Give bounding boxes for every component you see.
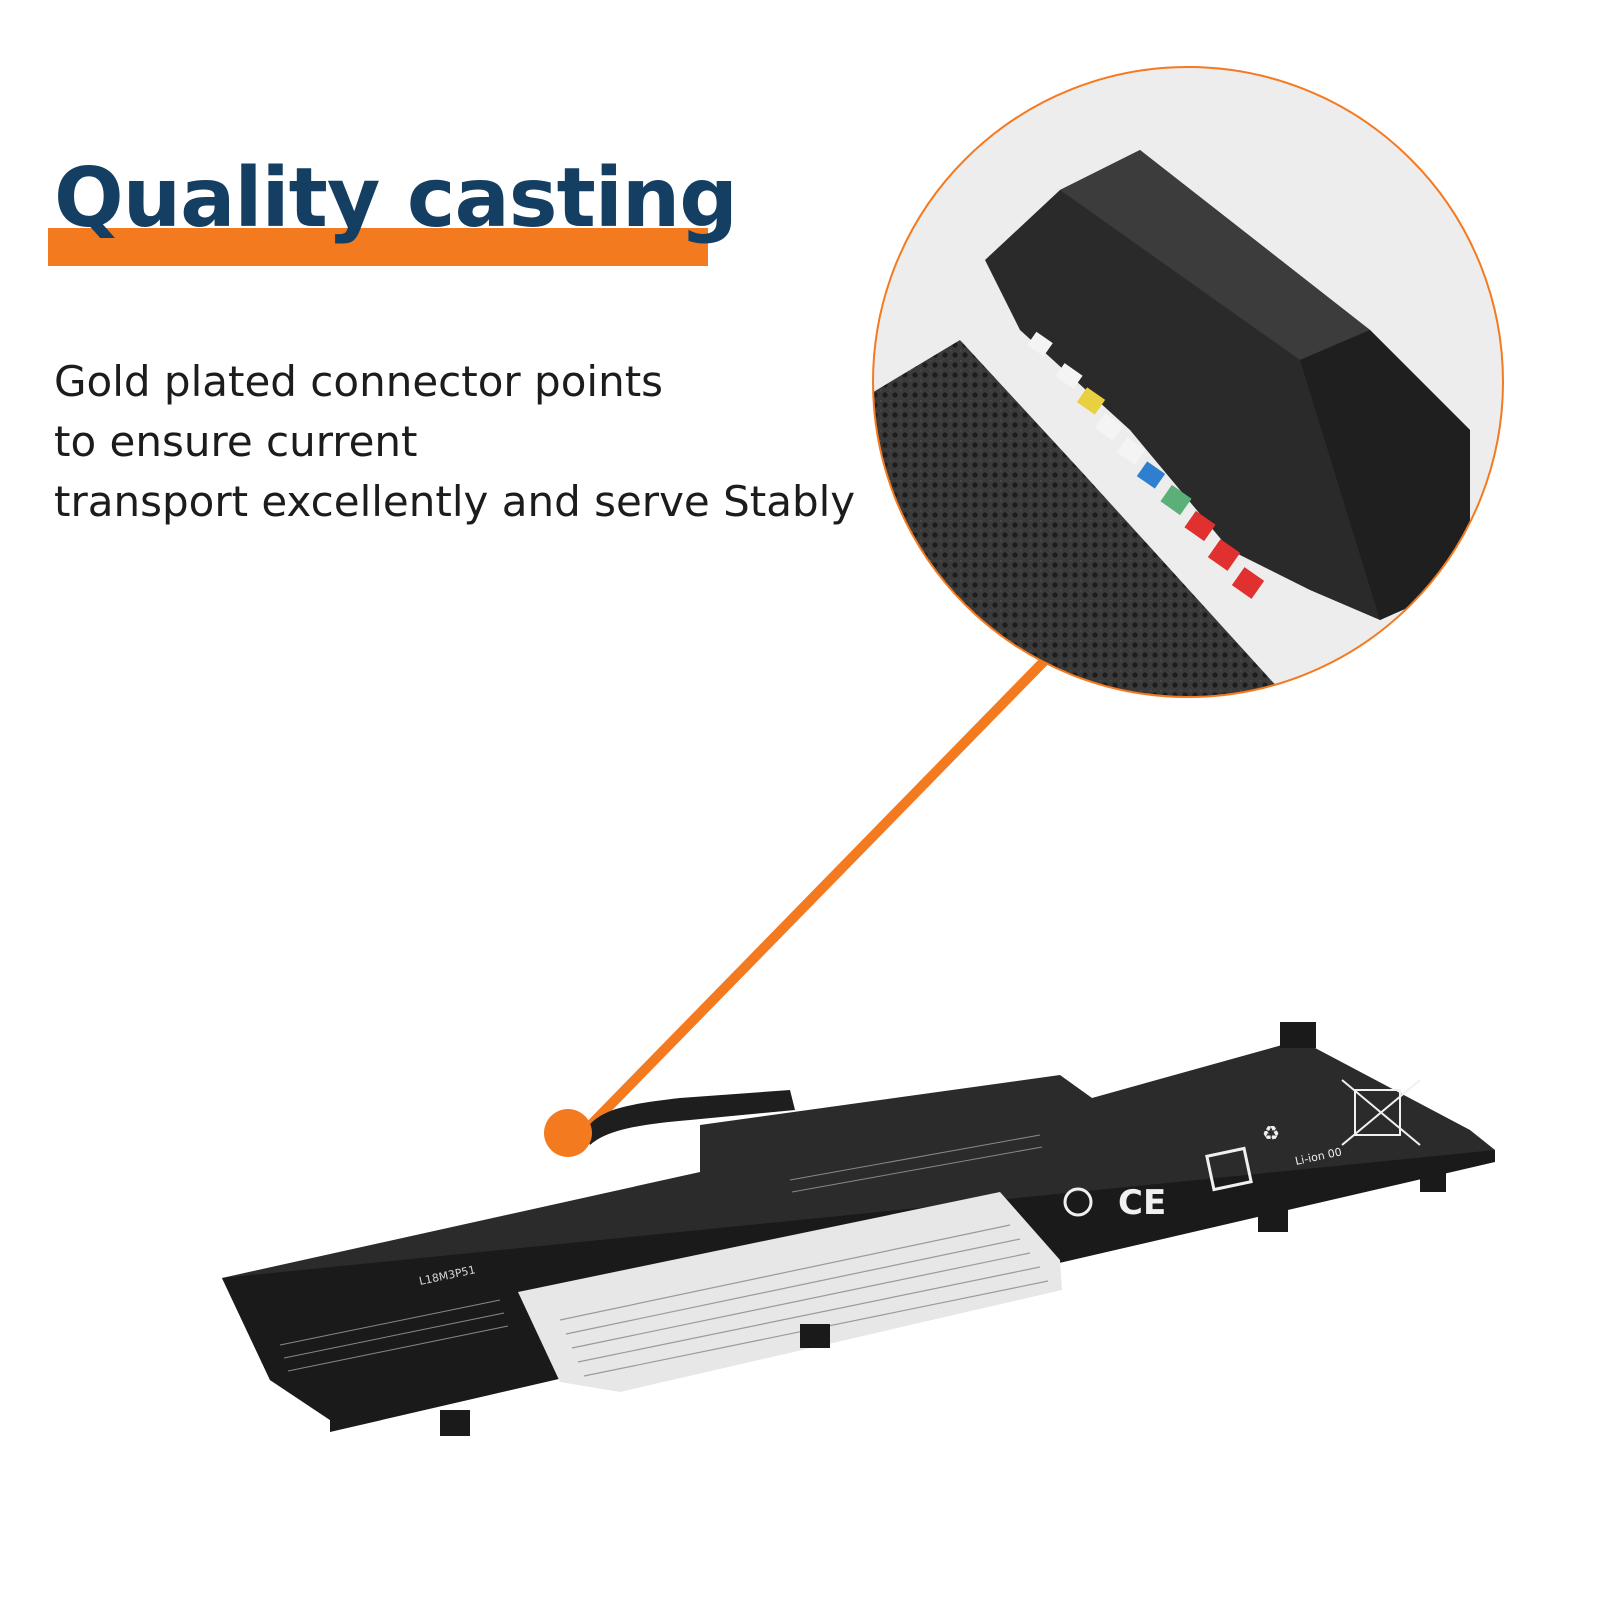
description-line-3: transport excellently and serve Stably	[54, 477, 856, 526]
feature-description: Gold plated connector points to ensure c…	[54, 352, 914, 532]
wheelie-bin-icon	[1341, 1079, 1421, 1146]
laptop-battery: L18M3P51 CE ♻ Li-ion 00	[222, 1022, 1495, 1436]
callout-dot	[544, 1109, 592, 1157]
connector-zoom-view	[872, 66, 1504, 698]
callout-line	[574, 646, 1059, 1142]
headline-underline-bar	[48, 228, 708, 266]
ce-mark-icon: CE	[1118, 1183, 1166, 1223]
battery-cable	[585, 1090, 795, 1145]
description-line-1: Gold plated connector points	[54, 357, 664, 406]
headline-title: Quality casting	[54, 151, 738, 246]
recycle-mark-icon	[1205, 1146, 1253, 1192]
recycle-arrows-icon: ♻	[1262, 1121, 1280, 1145]
description-line-2: to ensure current	[54, 417, 418, 466]
warning-label	[518, 1192, 1062, 1392]
connector-pins	[1027, 331, 1265, 599]
headline-block: Quality casting	[48, 150, 738, 270]
certification-icon	[1063, 1187, 1093, 1217]
battery-clip	[1280, 1022, 1316, 1048]
